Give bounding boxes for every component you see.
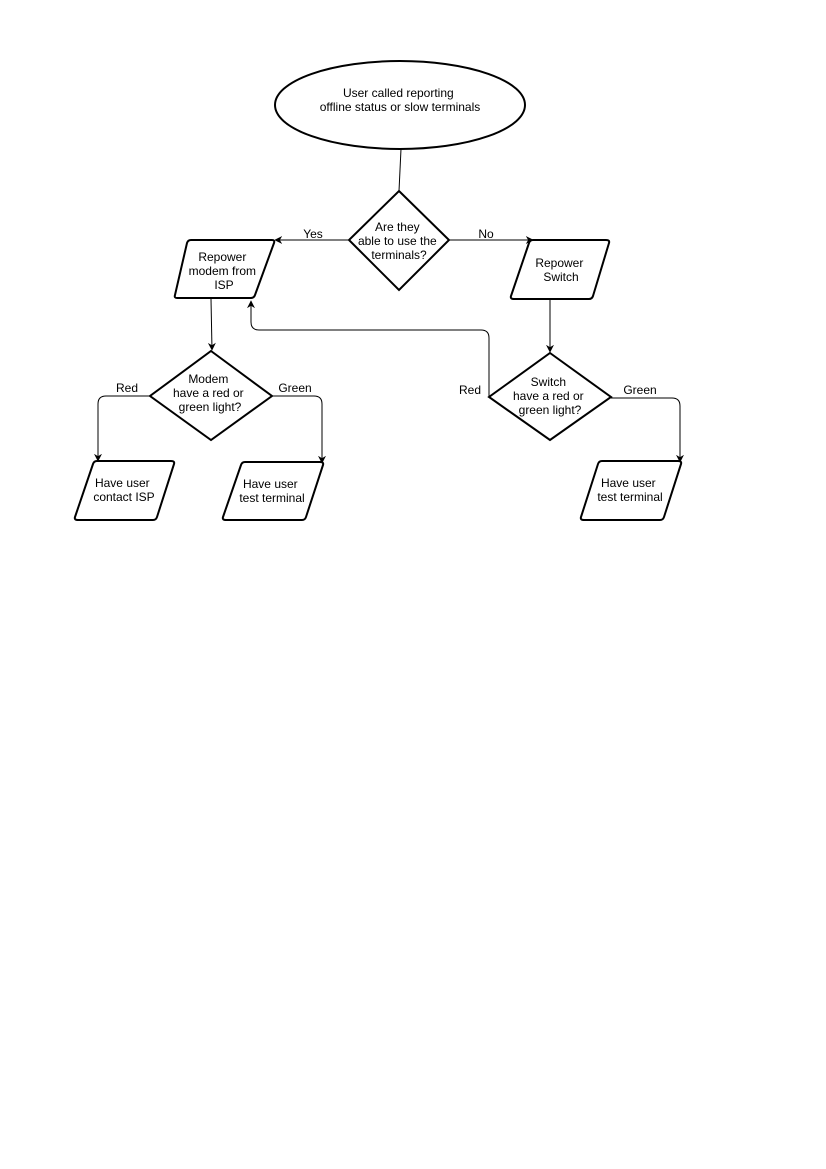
edge-switch-red-loop-to-repower-modem	[247, 300, 490, 396]
edge-modem-green-to-test-terminal	[272, 395, 326, 464]
contact-isp-parallelogram	[73, 460, 176, 521]
label-modem-red: Red	[116, 381, 138, 395]
repower-modem-label: Repower modem from ISP	[189, 250, 260, 292]
node-repower-switch: Repower Switch	[509, 239, 611, 300]
label-modem-green: Green	[278, 381, 311, 395]
contact-isp-label: Have user contact ISP	[93, 476, 154, 504]
decision-use-diamond	[347, 189, 451, 292]
repower-switch-label: Repower Switch	[535, 256, 586, 284]
label-switch-red: Red	[459, 383, 481, 397]
edge-repower-modem-to-decision-modem	[207, 298, 216, 351]
node-decision-switch: Switch have a red or green light?	[487, 351, 613, 442]
test-terminal-modem-label: Have user test terminal	[239, 477, 304, 505]
edge-start-to-decision	[398, 148, 402, 192]
label-no: No	[478, 227, 494, 241]
decision-use-label: Are they able to use the terminals?	[358, 220, 440, 262]
edge-modem-red-to-contact-isp	[94, 395, 150, 462]
label-yes: Yes	[303, 227, 323, 241]
label-switch-green: Green	[623, 383, 656, 397]
start-ellipse	[274, 60, 526, 150]
decision-switch-diamond	[487, 351, 613, 442]
node-start: User called reporting offline status or …	[274, 60, 526, 150]
node-decision-modem: Modem have a red or green light?	[148, 349, 274, 442]
repower-switch-parallelogram	[509, 239, 611, 300]
node-test-terminal-modem: Have user test terminal	[221, 461, 325, 521]
test-terminal-switch-parallelogram	[579, 460, 683, 521]
node-repower-modem: Repower modem from ISP	[173, 239, 276, 299]
test-terminal-switch-label: Have user test terminal	[597, 476, 662, 504]
test-terminal-modem-parallelogram	[221, 461, 325, 521]
node-test-terminal-switch: Have user test terminal	[579, 460, 683, 521]
repower-modem-parallelogram	[173, 239, 276, 299]
decision-modem-diamond	[148, 349, 274, 442]
start-label: User called reporting offline status or …	[320, 86, 481, 114]
node-decision-use: Are they able to use the terminals?	[347, 189, 451, 292]
decision-switch-label: Switch have a red or green light?	[513, 375, 587, 417]
edge-switch-green-to-test-terminal	[611, 397, 684, 463]
edges	[94, 148, 684, 464]
node-contact-isp: Have user contact ISP	[73, 460, 176, 521]
decision-modem-label: Modem have a red or green light?	[173, 372, 247, 414]
edge-labels: Yes No Red Green Red Green	[116, 227, 657, 397]
